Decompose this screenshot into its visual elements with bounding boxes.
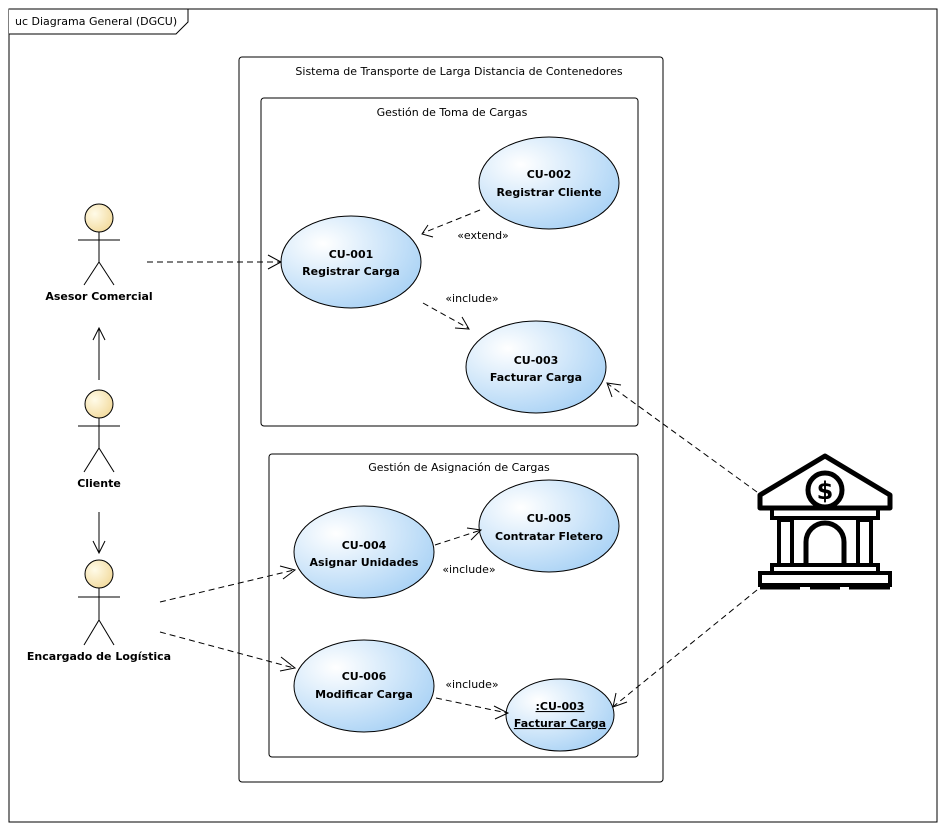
relation-lines (147, 209, 758, 714)
frame-title-tab (9, 8, 189, 35)
usecase-id: CU-003 (514, 354, 559, 367)
usecase-name: Facturar Carga (514, 717, 606, 730)
dollar-icon: $ (817, 477, 834, 505)
actor-name: Cliente (77, 477, 121, 490)
usecase-id: CU-001 (329, 248, 374, 261)
usecase-name: Asignar Unidades (310, 556, 419, 569)
diagram-frame (8, 8, 938, 823)
usecase-cu-002[interactable]: CU-002 Registrar Cliente (478, 136, 620, 230)
usecase-id: :CU-003 (536, 700, 585, 713)
extend-label: «extend» (457, 229, 509, 242)
bank-dollar-icon[interactable]: $ (757, 453, 893, 590)
usecase-name: Contratar Fletero (495, 530, 603, 543)
usecase-id: CU-004 (342, 539, 387, 552)
actor-name: Asesor Comercial (45, 290, 152, 303)
actor-name: Encargado de Logística (27, 650, 171, 663)
relation-arrowheads (267, 224, 628, 720)
usecase-cu-005[interactable]: CU-005 Contratar Fletero (478, 479, 620, 573)
usecase-id: CU-006 (342, 670, 387, 683)
usecase-name: Facturar Carga (490, 371, 582, 384)
include-label: «include» (445, 292, 498, 305)
usecase-cu-003[interactable]: CU-003 Facturar Carga (465, 320, 607, 414)
usecase-cu-003-instance[interactable]: :CU-003 Facturar Carga (505, 678, 615, 752)
actor-head (84, 559, 114, 589)
actor-encargado-logistica[interactable]: Encargado de Logística (27, 559, 171, 663)
include-label: «include» (445, 678, 498, 691)
actor-head (84, 203, 114, 233)
actor-asesor-comercial[interactable]: Asesor Comercial (45, 203, 153, 303)
actor-head (84, 389, 114, 419)
package-title: Gestión de Toma de Cargas (377, 106, 528, 119)
system-title: Sistema de Transporte de Larga Distancia… (295, 65, 622, 78)
usecase-name: Registrar Cliente (496, 186, 601, 199)
usecase-id: CU-005 (527, 512, 572, 525)
actor-links (92, 326, 106, 555)
package-title: Gestión de Asignación de Cargas (368, 461, 550, 474)
usecase-cu-001[interactable]: CU-001 Registrar Carga (280, 215, 422, 309)
usecase-cu-006[interactable]: CU-006 Modificar Carga (293, 639, 435, 733)
actor-cliente[interactable]: Cliente (77, 389, 121, 490)
usecase-id: CU-002 (527, 168, 572, 181)
usecase-cu-004[interactable]: CU-004 Asignar Unidades (293, 505, 435, 599)
include-label: «include» (442, 563, 495, 576)
usecase-name: Registrar Carga (302, 265, 400, 278)
usecase-name: Modificar Carga (315, 688, 413, 701)
frame-title: uc Diagrama General (DGCU) (15, 15, 177, 28)
